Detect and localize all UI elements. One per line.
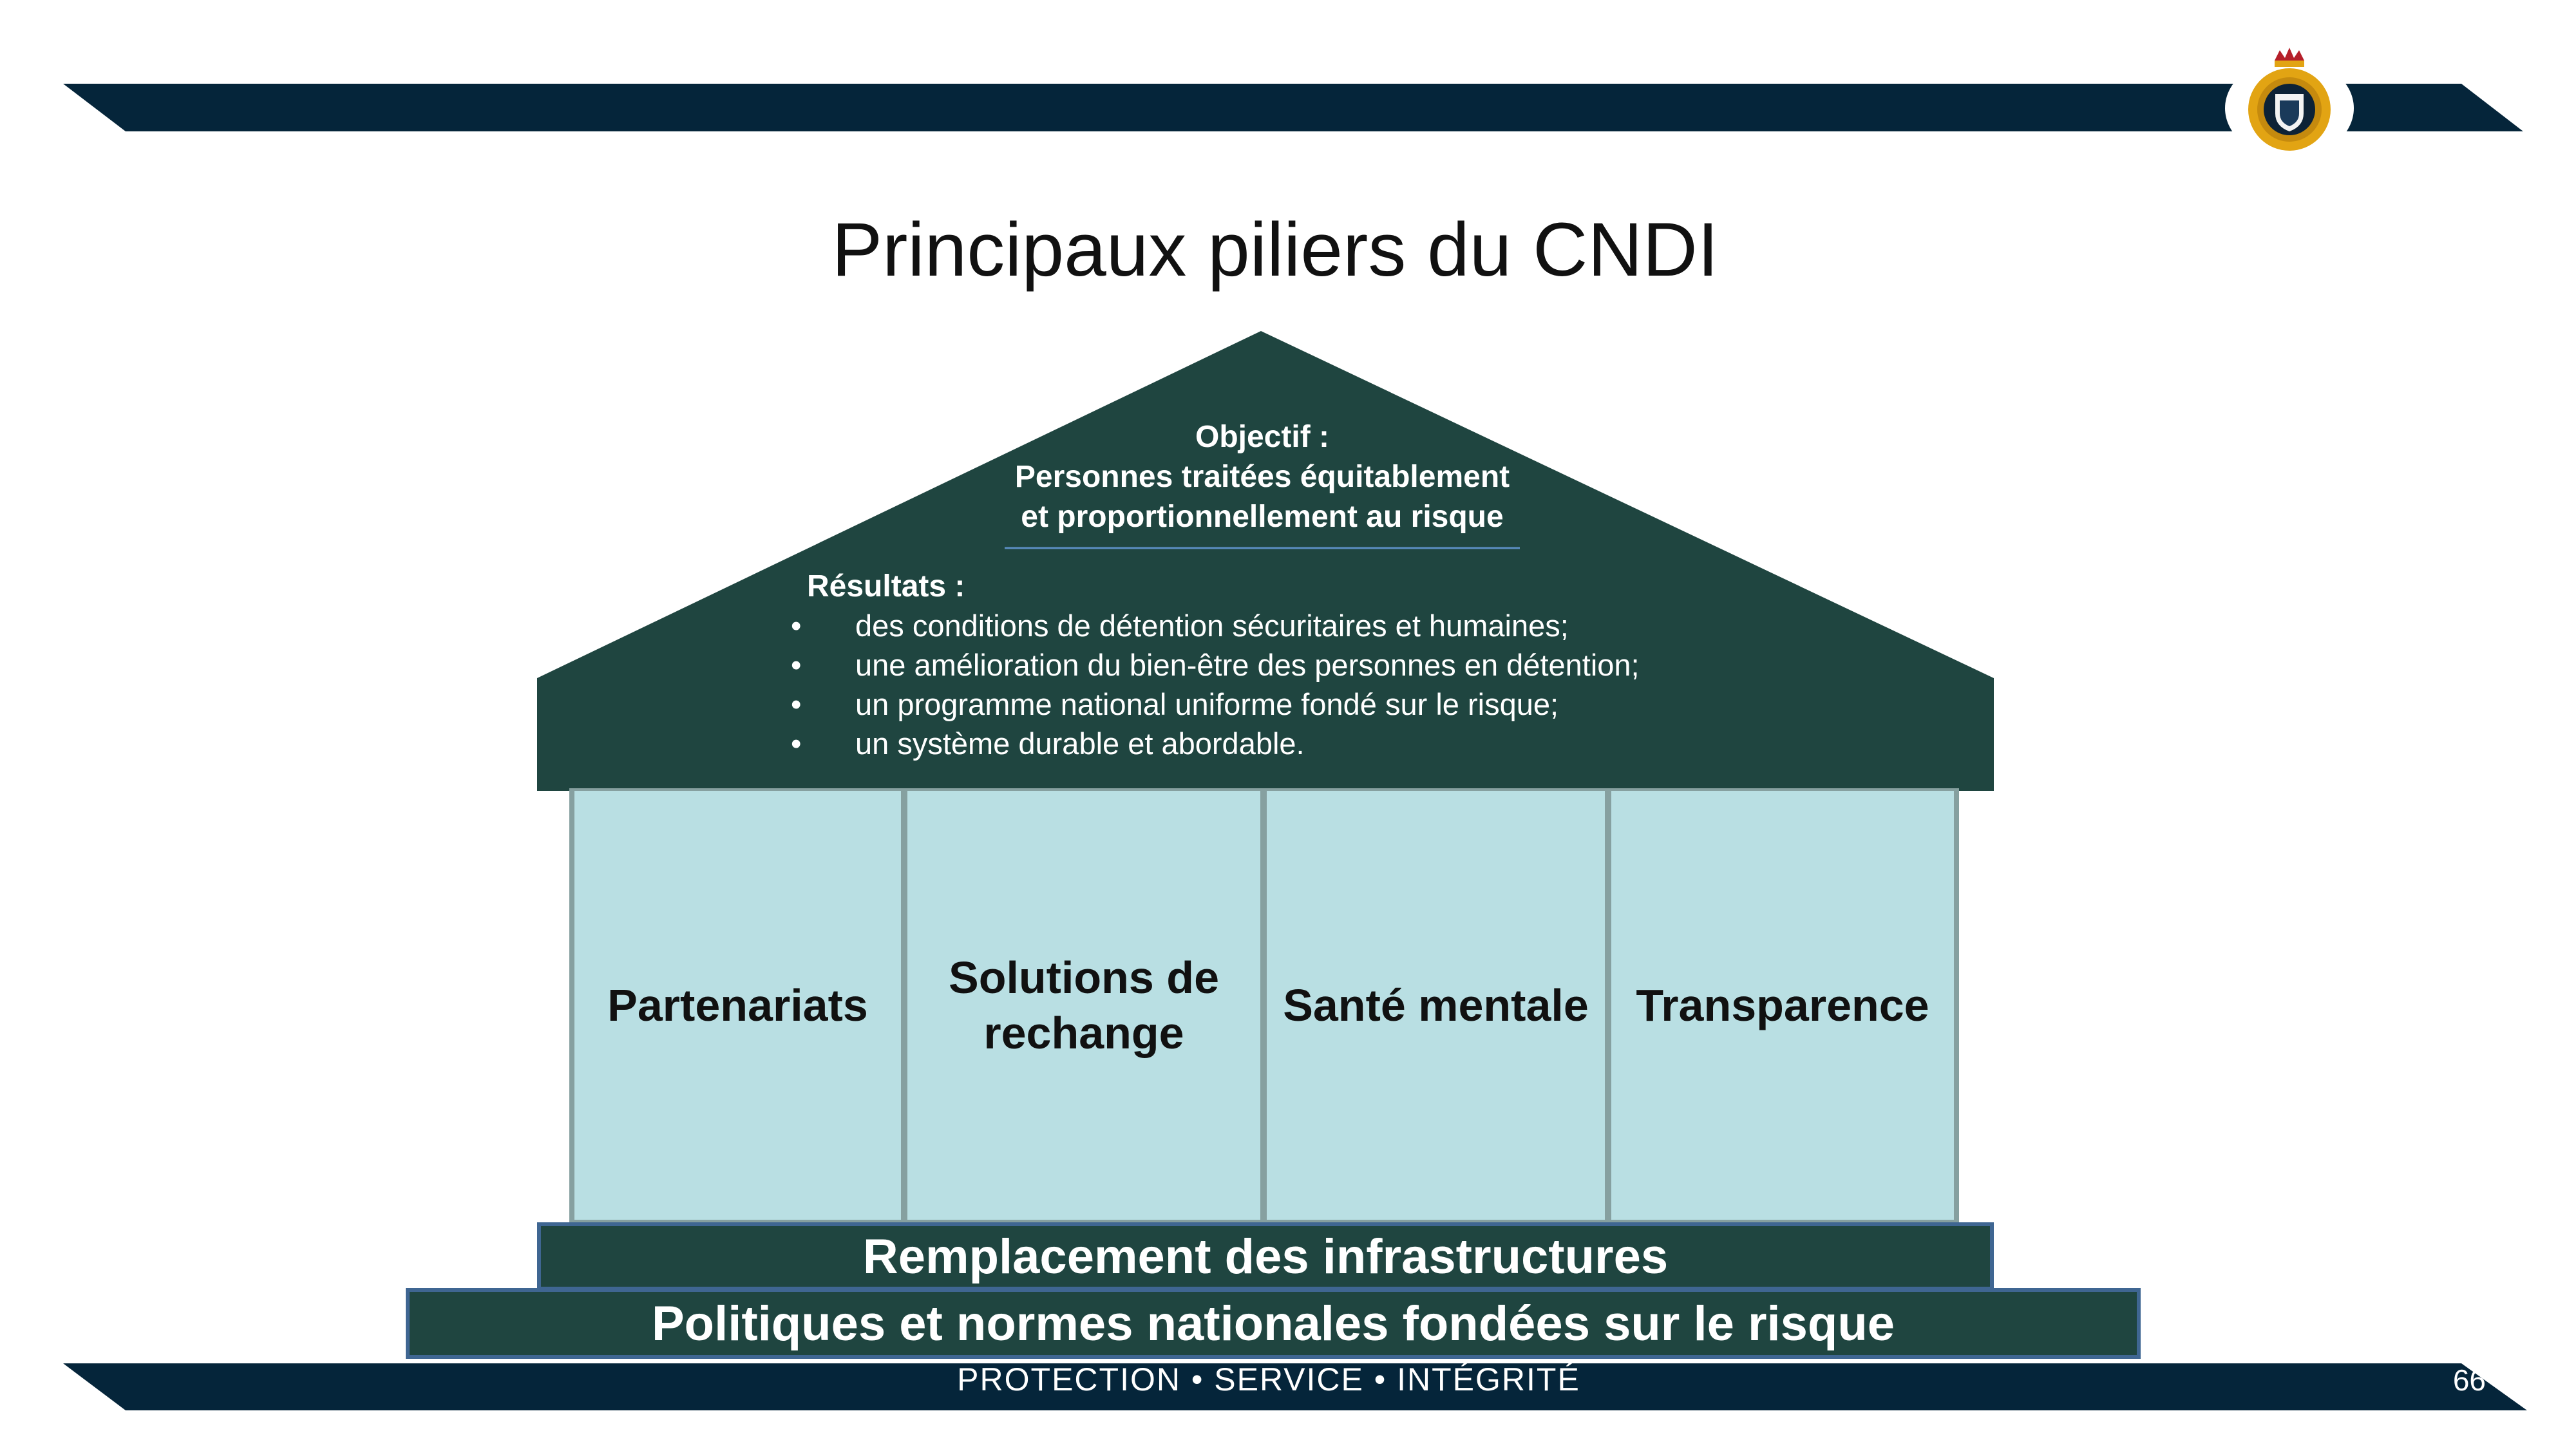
pillar-transparence: Transparence bbox=[1611, 791, 1954, 1220]
slide-title: Principaux piliers du CNDI bbox=[831, 207, 1719, 292]
results-list: • des conditions de détention sécuritaire… bbox=[791, 606, 1640, 763]
results-item: • des conditions de détention sécuritaire… bbox=[791, 606, 1640, 645]
pillar-label: Santé mentale bbox=[1283, 980, 1589, 1030]
objective-label: Objectif : bbox=[1195, 420, 1329, 454]
page-number: 66 bbox=[2452, 1363, 2486, 1397]
results-label: Résultats : bbox=[807, 569, 965, 603]
results-item-text: une amélioration du bien-être des person… bbox=[855, 648, 1640, 682]
results-item: • une amélioration du bien-être des perso… bbox=[791, 645, 1640, 685]
pillar-label: Solutions de rechange bbox=[949, 952, 1219, 1058]
results-item: • un programme national uniforme fondé su… bbox=[791, 685, 1640, 724]
pillar-label: Partenariats bbox=[607, 980, 868, 1030]
footer-band bbox=[63, 1363, 2527, 1410]
bullet-icon: • bbox=[791, 609, 802, 643]
agency-emblem-icon bbox=[2225, 48, 2354, 158]
header-band bbox=[63, 84, 2523, 131]
pillar-sante-mentale: Santé mentale bbox=[1267, 791, 1605, 1220]
foundation-upper: Remplacement des infrastructures bbox=[537, 1222, 1994, 1291]
objective-line-2: et proportionnellement au risque bbox=[1021, 500, 1504, 534]
results-item-text: un système durable et abordable. bbox=[855, 726, 1305, 761]
bullet-icon: • bbox=[791, 687, 802, 721]
roof-shape bbox=[537, 331, 1994, 791]
results-item: • un système durable et abordable. bbox=[791, 724, 1640, 763]
objective-line-1: Personnes traitées équitablement bbox=[1014, 460, 1510, 494]
pillar-label: Transparence bbox=[1636, 980, 1929, 1030]
bullet-icon: • bbox=[791, 726, 802, 761]
pillar-partenariats: Partenariats bbox=[574, 791, 901, 1220]
footer-motto: PROTECTION • SERVICE • INTÉGRITÉ bbox=[957, 1361, 1580, 1397]
results-item-text: des conditions de détention sécuritaires… bbox=[855, 609, 1569, 643]
pillar-solutions-de-rechange: Solutions de rechange bbox=[907, 791, 1260, 1220]
foundation-lower: Politiques et normes nationales fondées … bbox=[406, 1288, 2141, 1359]
results-item-text: un programme national uniforme fondé sur… bbox=[855, 687, 1559, 721]
bullet-icon: • bbox=[791, 648, 802, 682]
